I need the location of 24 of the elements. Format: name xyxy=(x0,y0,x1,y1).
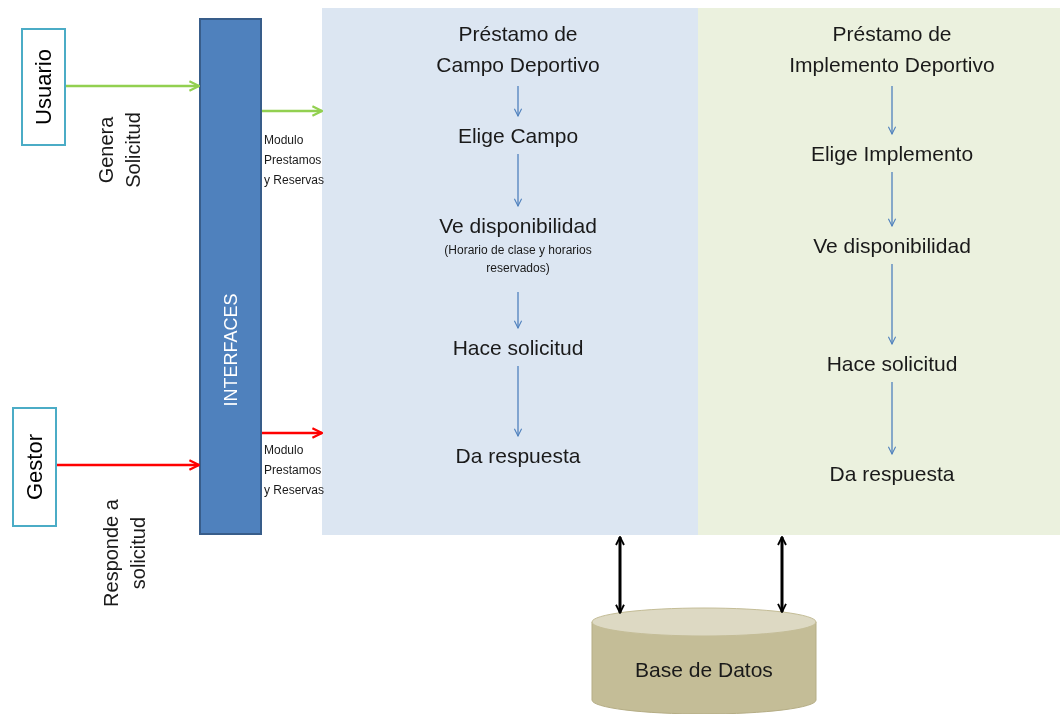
edge-label: Genera Solicitud xyxy=(93,111,145,190)
step-label: Da respuesta xyxy=(828,461,956,487)
step-label: Elige Implemento xyxy=(809,141,975,167)
step-label: Da respuesta xyxy=(454,443,582,469)
interface-bar xyxy=(199,18,262,535)
step-label: Ve disponibilidad xyxy=(812,233,972,259)
actor-box xyxy=(12,407,57,527)
edge-label: Responde a solicitud xyxy=(98,498,150,609)
actor-box xyxy=(21,28,66,146)
edge-label: Modulo Prestamos y Reservas xyxy=(264,442,326,499)
step-label: Elige Campo xyxy=(456,123,580,149)
step-label: Hace solicitud xyxy=(451,335,585,361)
step-label: Préstamo de Implemento Deportivo xyxy=(788,21,996,78)
step-label: Préstamo de Campo Deportivo xyxy=(435,21,601,78)
database-label: Base de Datos xyxy=(634,658,774,682)
actor-name: Gestor xyxy=(21,434,48,500)
actor-name: Usuario xyxy=(30,49,57,125)
step-note: (Horario de clase y horarios reservados) xyxy=(443,242,593,277)
step-label: Ve disponibilidad xyxy=(438,213,598,239)
module-panel xyxy=(322,8,698,535)
edge-label: Modulo Prestamos y Reservas xyxy=(264,132,326,189)
bar-label: INTERFACES xyxy=(220,293,241,407)
module-panel xyxy=(698,8,1060,535)
step-label: Hace solicitud xyxy=(825,351,959,377)
